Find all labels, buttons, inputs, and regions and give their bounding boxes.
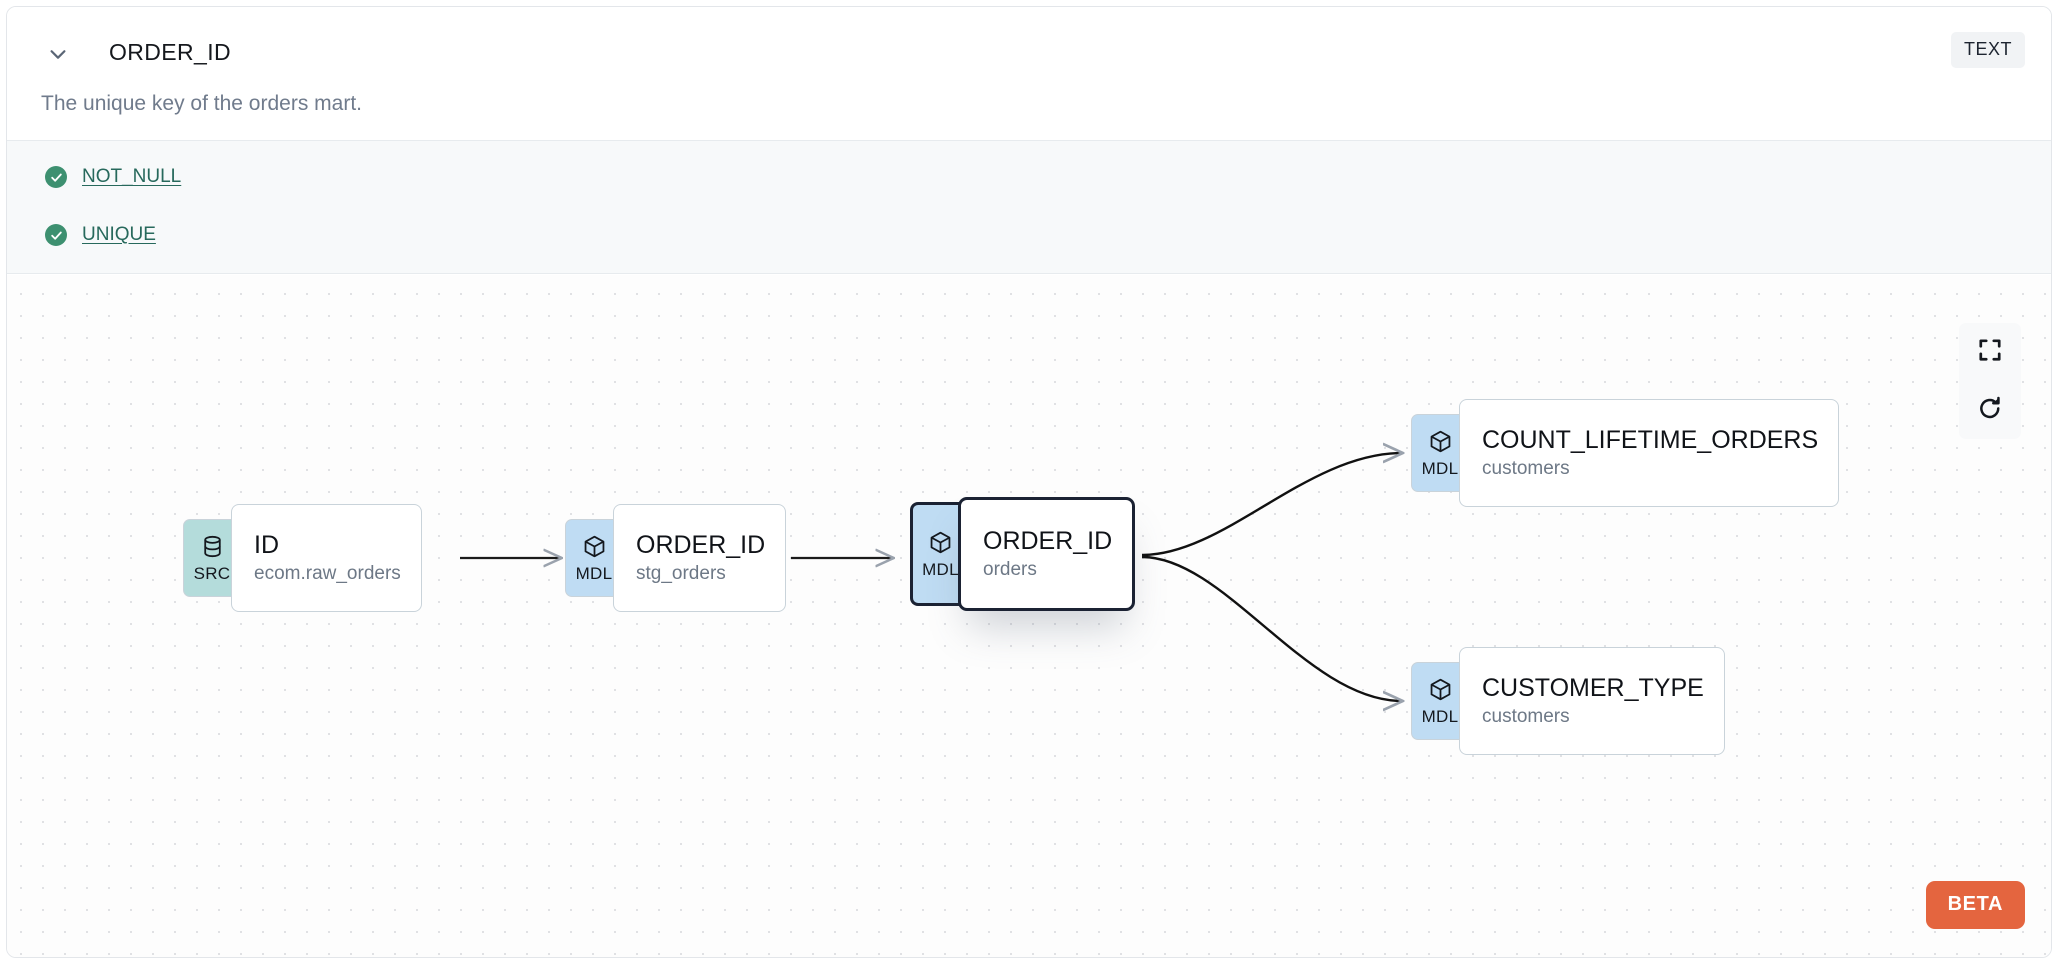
lineage-node-stg-order-id[interactable]: MDL ORDER_ID stg_orders (565, 504, 787, 612)
test-link-unique[interactable]: UNIQUE (82, 224, 156, 245)
node-name: COUNT_LIFETIME_ORDERS (1482, 425, 1819, 454)
node-source: ecom.raw_orders (254, 562, 401, 584)
test-link-not-null[interactable]: NOT_NULL (82, 166, 182, 187)
node-kind-label: MDL (1421, 707, 1459, 726)
chevron-down-icon[interactable] (47, 43, 69, 65)
cube-icon (1428, 429, 1453, 459)
node-name: ID (254, 530, 279, 559)
node-body: ORDER_ID orders (958, 497, 1136, 611)
test-row[interactable]: UNIQUE (45, 222, 156, 248)
node-source: orders (983, 558, 1037, 580)
lineage-node-count-lifetime-orders[interactable]: MDL COUNT_LIFETIME_ORDERS customers (1411, 399, 1840, 507)
lineage-node-customer-type[interactable]: MDL CUSTOMER_TYPE customers (1411, 647, 1725, 755)
column-detail-panel: ORDER_ID TEXT The unique key of the orde… (6, 6, 2052, 958)
panel-header: ORDER_ID TEXT (7, 7, 2051, 85)
beta-badge: BETA (1925, 881, 2025, 929)
column-description: The unique key of the orders mart. (41, 92, 362, 115)
node-kind-label: MDL (1421, 459, 1459, 478)
database-icon (200, 534, 225, 564)
check-circle-icon (45, 166, 67, 188)
reset-button[interactable] (1959, 381, 2021, 439)
cube-icon (928, 530, 953, 560)
lineage-node-orders-order-id[interactable]: MDL ORDER_ID orders (910, 497, 1136, 611)
cube-icon (1428, 677, 1453, 707)
fit-view-button[interactable] (1959, 323, 2021, 381)
lineage-graph-canvas[interactable]: SRC ID ecom.raw_orders MDL ORDE (7, 275, 2052, 958)
column-type-badge: TEXT (1950, 32, 2025, 68)
node-body: ID ecom.raw_orders (231, 504, 422, 612)
page-title: ORDER_ID (109, 39, 232, 65)
node-source: stg_orders (636, 562, 726, 584)
node-body: COUNT_LIFETIME_ORDERS customers (1459, 399, 1840, 507)
lineage-edges (460, 275, 2052, 958)
node-kind-label: MDL (922, 560, 959, 579)
cube-icon (582, 534, 607, 564)
node-source: customers (1482, 705, 1570, 727)
node-name: ORDER_ID (983, 526, 1113, 555)
tests-section: NOT_NULL UNIQUE (7, 140, 2051, 274)
node-kind-label: SRC (193, 564, 231, 583)
node-body: CUSTOMER_TYPE customers (1459, 647, 1725, 755)
node-name: CUSTOMER_TYPE (1482, 673, 1704, 702)
fullscreen-icon (1977, 337, 2003, 368)
node-body: ORDER_ID stg_orders (613, 504, 787, 612)
node-source: customers (1482, 457, 1570, 479)
node-name: ORDER_ID (636, 530, 766, 559)
check-circle-icon (45, 224, 67, 246)
node-kind-label: MDL (575, 564, 613, 583)
refresh-icon (1977, 395, 2003, 426)
test-row[interactable]: NOT_NULL (45, 164, 181, 190)
lineage-node-src-id[interactable]: SRC ID ecom.raw_orders (183, 504, 422, 612)
